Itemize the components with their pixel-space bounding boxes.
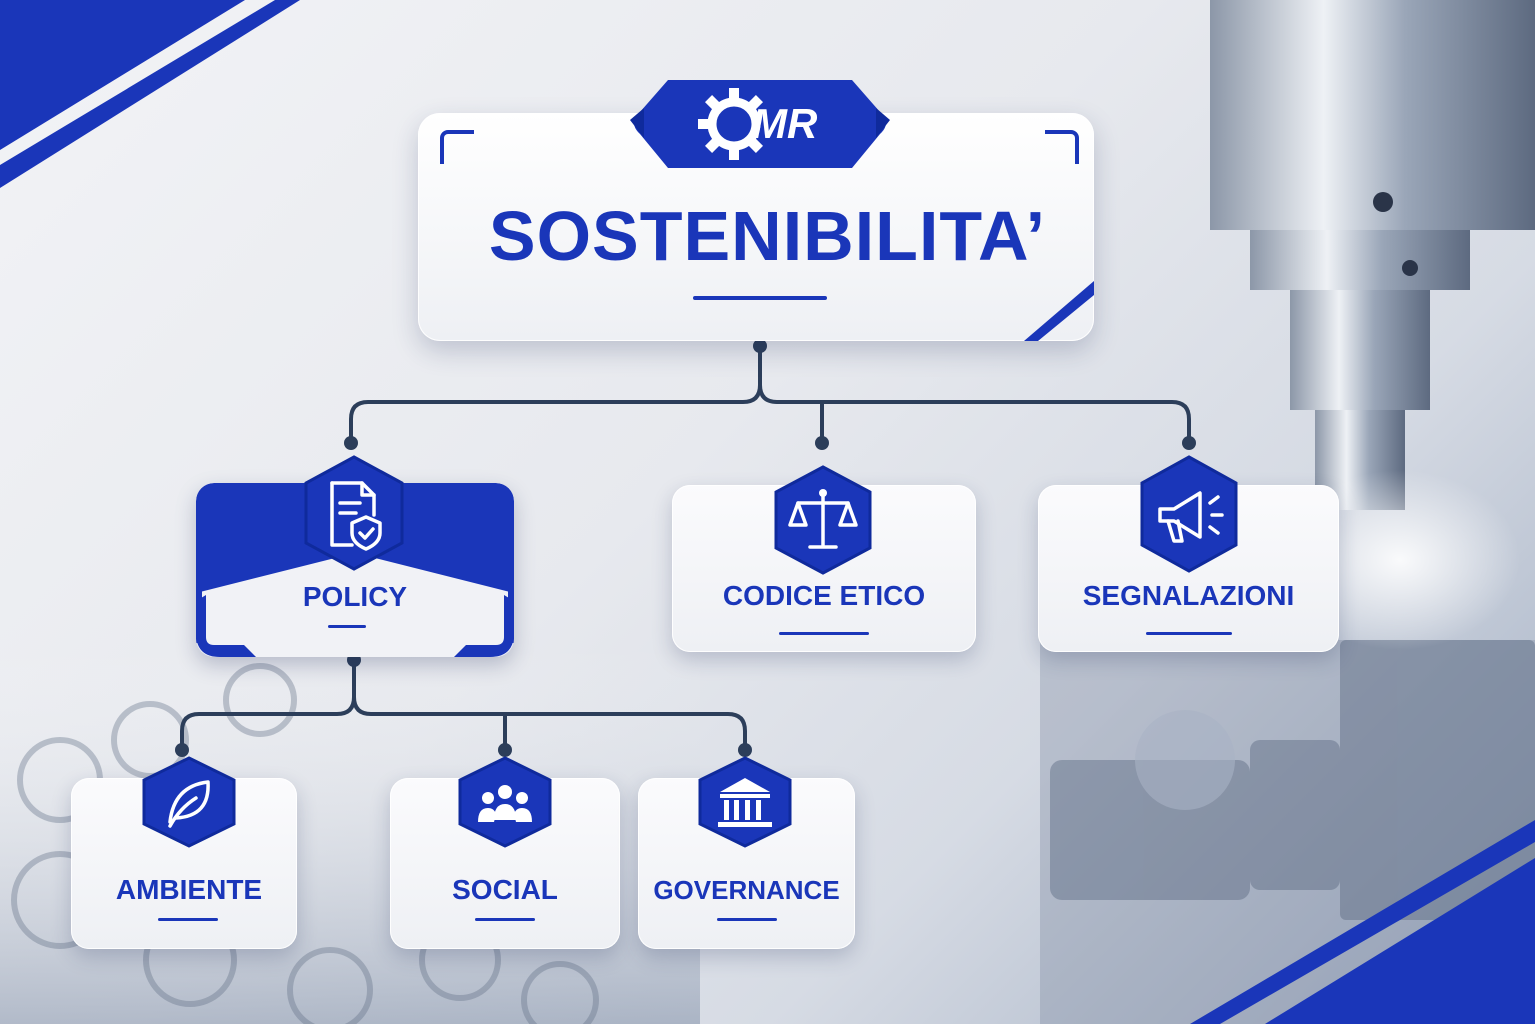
social-label: SOCIAL xyxy=(452,874,558,905)
governance-underline xyxy=(717,918,777,921)
segnalazioni-label: SEGNALAZIONI xyxy=(1082,580,1295,611)
policy-label: POLICY xyxy=(302,581,408,612)
policy-underline xyxy=(328,625,366,628)
megaphone-icon xyxy=(1140,455,1238,573)
scales-icon xyxy=(774,465,872,575)
document-shield-icon xyxy=(304,455,404,571)
logo-text: MR xyxy=(752,100,818,147)
corner-bracket-right xyxy=(1045,130,1079,164)
ambiente-underline xyxy=(158,918,218,921)
building-icon xyxy=(698,756,792,848)
root-node-underline xyxy=(693,296,827,300)
social-underline xyxy=(475,918,535,921)
segnalazioni-underline xyxy=(1146,632,1232,635)
ambiente-label: AMBIENTE xyxy=(115,874,263,905)
gear-icon xyxy=(698,88,763,160)
leaf-icon xyxy=(142,756,236,848)
governance-label: GOVERNANCE xyxy=(653,875,840,905)
people-icon xyxy=(458,756,552,848)
root-node-title: SOSTENIBILITA’ xyxy=(488,197,1047,275)
codice-etico-label: CODICE ETICO xyxy=(722,580,926,611)
codice-etico-underline xyxy=(779,632,869,635)
corner-bracket-left xyxy=(440,130,474,164)
card-accent-stripe xyxy=(1024,281,1094,341)
company-logo: MR xyxy=(630,80,890,168)
